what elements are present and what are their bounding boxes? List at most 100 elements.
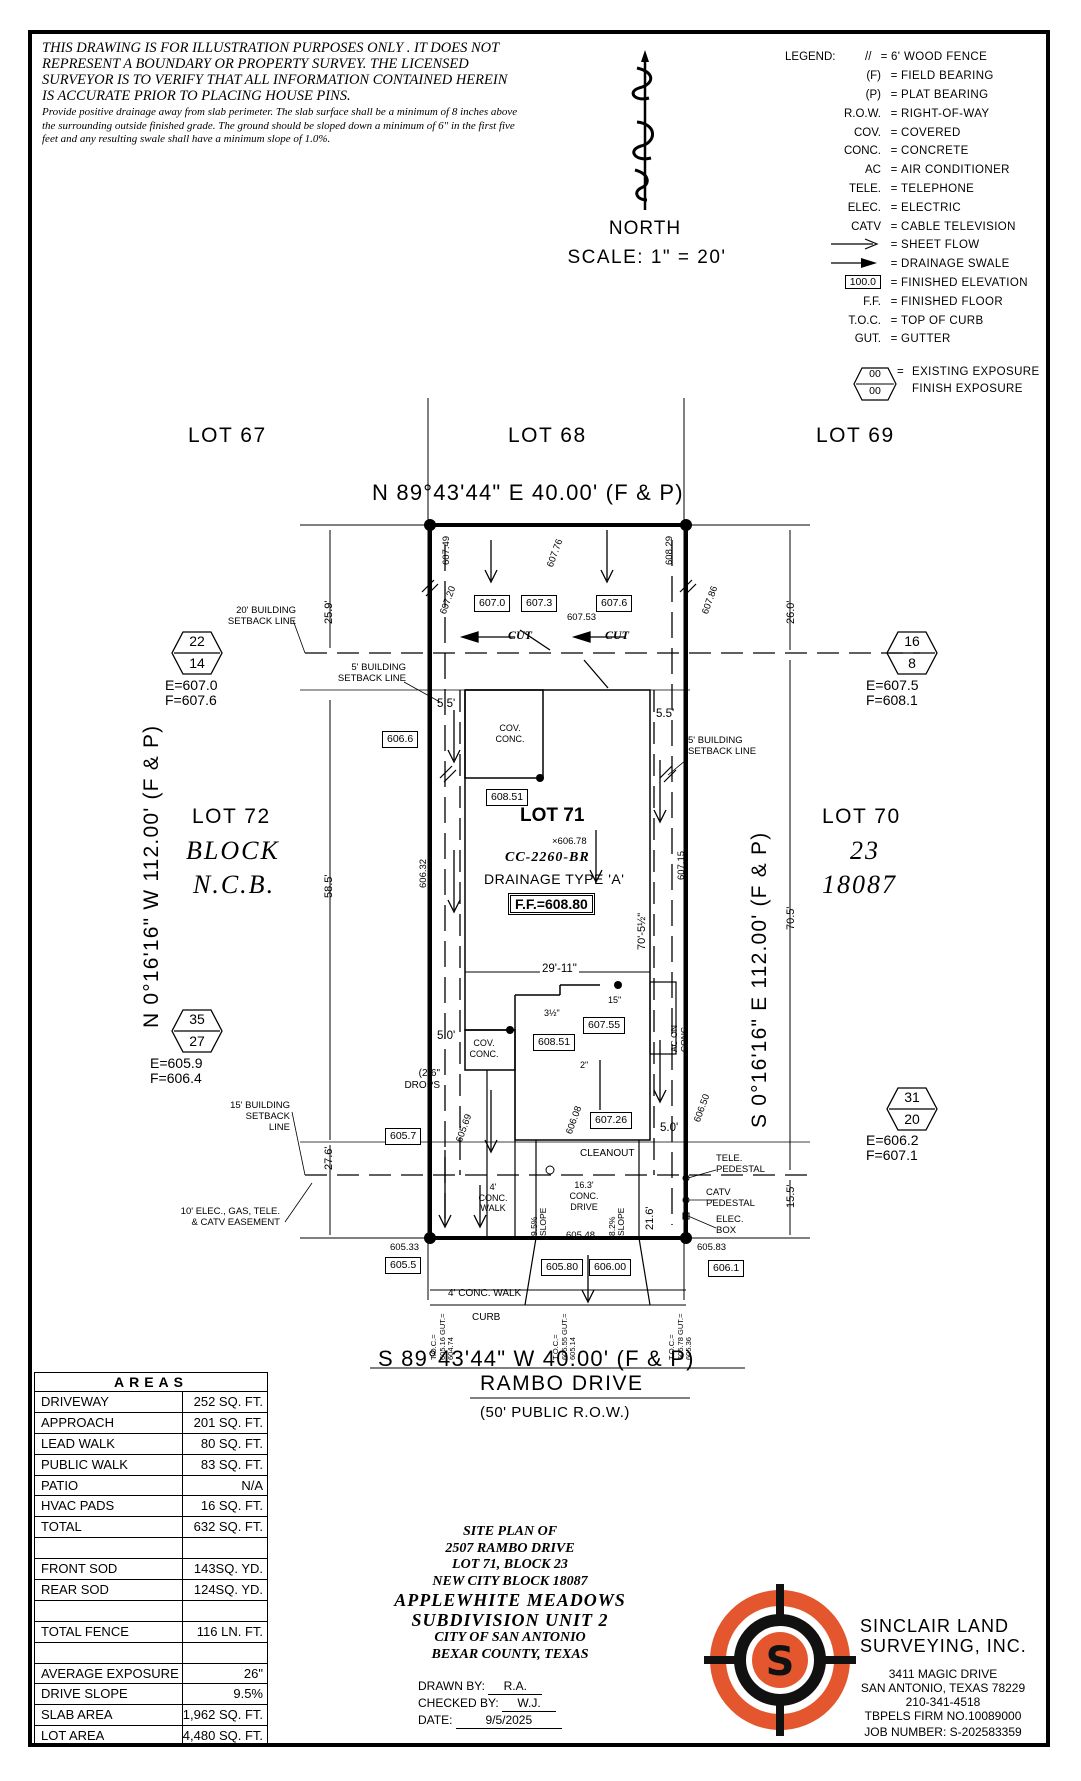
drops-label: (2)6" DROPS <box>404 1068 440 1091</box>
north-bearing: N 89°43'44" E 40.00' (F & P) <box>372 480 684 505</box>
legend-row: GUT.=GUTTER <box>795 330 1045 349</box>
legend-value: FIELD BEARING <box>901 70 994 83</box>
area-value <box>183 1538 267 1558</box>
exposure-legend-top: 00 <box>869 368 881 380</box>
drawn-by-label: DRAWN BY: <box>418 1679 485 1693</box>
table-row <box>35 1538 267 1560</box>
setback-5-left-label: 5' BUILDING SETBACK LINE <box>337 662 406 684</box>
cov-conc-label: COV. CONC. <box>495 723 525 744</box>
exposure-1-f: F=607.6 <box>165 692 217 708</box>
legend-value: RIGHT-OF-WAY <box>901 107 990 120</box>
elevation-tag: 607.3 <box>521 595 558 612</box>
elevation-tag: 606.00 <box>589 1259 632 1276</box>
exposure-2-f: F=608.1 <box>866 692 918 708</box>
table-row: DRIVEWAY 252 SQ. FT. <box>35 1392 267 1413</box>
county: BEXAR COUNTY, TEXAS <box>431 1646 589 1662</box>
lot-69-label: LOT 69 <box>816 424 895 447</box>
date: 9/5/2025 <box>455 1712 562 1729</box>
area-value <box>183 1601 267 1621</box>
legend-key: CONC. <box>843 145 881 158</box>
city: CITY OF SAN ANTONIO <box>434 1630 586 1645</box>
area-value: 9.5% <box>233 1686 263 1702</box>
block-label: BLOCK <box>186 836 280 865</box>
legend-row: CONC.=CONCRETE <box>795 142 1045 161</box>
company-name-line2: SURVEYING, INC. <box>860 1636 1027 1656</box>
legend-key: R.O.W. <box>843 107 881 120</box>
area-label: REAR SOD <box>35 1580 183 1600</box>
legend-key: // <box>865 51 872 64</box>
elevation-tag: 605.7 <box>385 1128 422 1145</box>
legend-row: T.O.C.=TOP OF CURB <box>795 311 1045 330</box>
exposure-legend-bottom: 00 <box>869 385 881 397</box>
area-label: PUBLIC WALK <box>35 1454 183 1475</box>
legend-row: CATV=CABLE TELEVISION <box>795 217 1045 236</box>
subdivision-name: APPLEWHITE MEADOWS <box>394 1590 626 1610</box>
legend-row: (P)=PLAT BEARING <box>795 86 1045 105</box>
phone: 210-341-4518 <box>905 1695 981 1709</box>
elevation-spot: 607.15 <box>676 850 687 880</box>
dimension: 27.6' <box>323 1146 335 1170</box>
elevation-tag: 605.80 <box>541 1259 584 1276</box>
lot-70-label: LOT 70 <box>822 805 901 828</box>
catv-pedestal-label: CATV PEDESTAL <box>706 1187 755 1209</box>
legend-key: 100.0 <box>844 275 881 290</box>
cleanout-label: CLEANOUT <box>580 1148 635 1159</box>
table-row <box>35 1642 267 1664</box>
area-label: APPROACH <box>35 1412 183 1433</box>
legend-row: 100.0=FINISHED ELEVATION <box>795 274 1045 293</box>
legend-row: =SHEET FLOW <box>795 236 1045 255</box>
exposure-2-existing: 16 <box>904 633 920 649</box>
dimension: 5.0' <box>437 1030 456 1042</box>
area-value <box>183 1643 267 1663</box>
legend-title: LEGEND: <box>785 51 836 64</box>
exposure-1-e: E=607.0 <box>165 677 218 693</box>
lot-72-label: LOT 72 <box>192 805 271 828</box>
area-value: 4,480 SQ. FT. <box>182 1728 263 1744</box>
lot-67-label: LOT 67 <box>188 424 267 447</box>
subdivision-unit: SUBDIVISION UNIT 2 <box>411 1610 609 1630</box>
legend-key: GUT. <box>854 333 881 346</box>
setback-5-right-label: 5' BUILDING SETBACK LINE <box>688 735 757 757</box>
legend-row: TELE.=TELEPHONE <box>795 180 1045 199</box>
elevation-spot: 607.53 <box>567 612 597 623</box>
area-label: DRIVEWAY <box>35 1392 183 1412</box>
legend-row: R.O.W.=RIGHT-OF-WAY <box>795 104 1045 123</box>
finished-floor: F.F.=608.80 <box>508 893 595 915</box>
dimension-note: 3½" <box>544 1008 560 1018</box>
elevation-spot: 606.32 <box>418 858 429 888</box>
legend-row: =DRAINAGE SWALE <box>795 255 1045 274</box>
area-value: 252 SQ. FT. <box>193 1394 263 1409</box>
legend-value: TOP OF CURB <box>901 314 984 327</box>
exposure-3-e: E=605.9 <box>150 1055 203 1071</box>
slope-label: 9.5% SLOPE <box>529 1207 548 1236</box>
area-label: FRONT SOD <box>35 1559 183 1580</box>
public-walk-label: 4' CONC. WALK <box>448 1288 522 1299</box>
disclaimer: THIS DRAWING IS FOR ILLUSTRATION PURPOSE… <box>42 40 522 147</box>
legend-value: 6' WOOD FENCE <box>891 51 988 64</box>
area-label: LOT AREA <box>35 1726 183 1747</box>
area-label: AVERAGE EXPOSURE <box>35 1663 183 1684</box>
area-label: DRIVE SLOPE <box>35 1684 183 1705</box>
cut-label: CUT <box>605 628 629 642</box>
elevation-tag: 605.5 <box>385 1257 422 1274</box>
curb-label: CURB <box>472 1312 501 1323</box>
cut-label: CUT <box>508 628 532 642</box>
title-line: LOT 71, BLOCK 23 <box>452 1557 568 1572</box>
legend-key: T.O.C. <box>848 314 881 327</box>
drainage-type: DRAINAGE TYPE 'A' <box>484 871 625 887</box>
title-line: 2507 RAMBO DRIVE <box>445 1540 575 1556</box>
dimension: 70.5' <box>785 906 797 930</box>
logo-letter: S <box>766 1639 795 1685</box>
address-line: 3411 MAGIC DRIVE <box>888 1667 998 1681</box>
easement-label: 10' ELEC., GAS, TELE. & CATV EASEMENT <box>180 1206 280 1228</box>
legend-row: AC=AIR CONDITIONER <box>795 161 1045 180</box>
elevation-spot: 605.48 <box>566 1230 596 1241</box>
table-row: DRIVE SLOPE 9.5% <box>35 1684 267 1706</box>
legend-value: ELECTRIC <box>901 201 962 214</box>
